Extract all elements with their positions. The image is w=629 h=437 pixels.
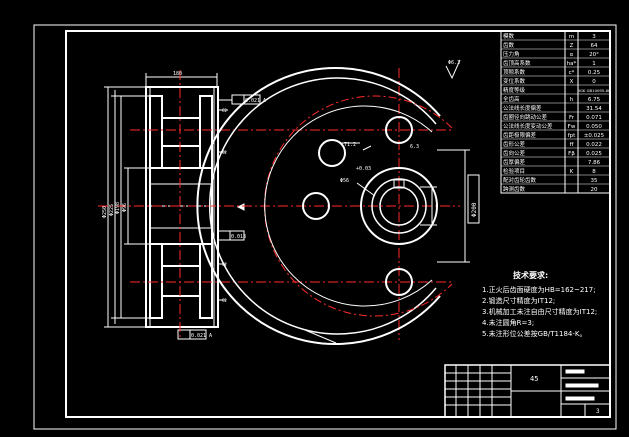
dim-keyway: 71.2: [344, 142, 356, 148]
requirement-2: 2.锻造尺寸精度为IT12;: [482, 296, 555, 305]
param-symbol: K: [570, 169, 574, 175]
param-symbol: X: [570, 79, 574, 85]
dim-hole: Φ56: [340, 178, 349, 184]
chamfer-4: C2: [222, 298, 227, 303]
param-name: 齿距极限偏差: [503, 131, 537, 139]
param-value: 0.25: [588, 70, 601, 76]
section-view: [104, 73, 261, 340]
parameter-rows: 模数 m 3 齿数 Z 64 压力角 α 20° 齿顶高系数 ha* 1 顶隙系数 c* 0.25 变位系数 X…: [501, 32, 611, 193]
param-symbol: Z: [570, 43, 574, 49]
param-value: 20°: [589, 52, 599, 58]
param-name: 全齿高: [503, 95, 520, 103]
param-value: 0: [592, 79, 596, 85]
sheet-outer-border: [33, 24, 617, 430]
param-symbol: ha*: [567, 61, 577, 67]
param-value: ±0.025: [584, 133, 605, 139]
param-name: 压力角: [503, 50, 520, 58]
chamfer-3: C2: [222, 262, 227, 267]
param-symbol: c*: [569, 70, 575, 76]
param-symbol: h: [570, 97, 574, 103]
gtol-top: 0.021 A: [245, 98, 266, 104]
param-value: 0.022: [586, 142, 602, 148]
param-name: 跨测齿数: [503, 185, 526, 193]
param-name: 公法线长度变动公差: [503, 122, 553, 130]
param-value: 64: [591, 43, 598, 49]
param-name: 变位系数: [503, 77, 526, 85]
material-label: 45: [530, 375, 538, 383]
param-value: 0.050: [586, 124, 602, 130]
param-symbol: Fw: [568, 124, 576, 130]
param-value: 31.54: [586, 106, 602, 112]
requirement-4: 4.未注圆角R=3;: [482, 318, 534, 327]
param-symbol: α: [570, 52, 574, 58]
param-name: 模数: [503, 32, 515, 40]
title-block: [444, 364, 611, 418]
param-name: 齿向公差: [503, 149, 526, 157]
side-dim-2: Φ225: [109, 204, 115, 216]
param-value: 20: [591, 187, 598, 193]
param-value: 35: [591, 178, 598, 184]
param-symbol: m: [569, 34, 574, 40]
param-name: 精度等级: [503, 86, 526, 94]
param-value: 6.75: [588, 97, 601, 103]
param-symbol: Fr: [569, 115, 575, 121]
param-name: 检验项目: [503, 167, 525, 175]
dim-top: 180: [173, 71, 182, 77]
side-dim-3: Φ198: [115, 202, 121, 214]
roughness: 6.3: [410, 144, 419, 150]
gtol-bottom: 0.021 A: [191, 333, 212, 339]
param-value: 7.86: [588, 160, 601, 166]
param-symbol: Fβ: [568, 151, 575, 157]
param-symbol: fpt: [568, 133, 576, 139]
param-value: 0.025: [586, 151, 602, 157]
sheet-number: 3: [596, 408, 600, 415]
dim-pcd: Φ200: [471, 202, 478, 217]
sheet-inner-border: [65, 30, 611, 418]
requirement-1: 1.正火后齿面硬度为HB=162~217;: [482, 285, 596, 294]
param-name: 齿厚偏差: [503, 158, 526, 166]
param-name: 公法线长度偏差: [503, 104, 542, 112]
requirement-5: 5.未注形位公差按GB/T1184-K。: [482, 329, 586, 338]
tol-bore: +0.03: [356, 166, 371, 172]
param-value: 3: [592, 34, 596, 40]
param-value: 1: [592, 61, 596, 67]
requirements-title: 技术要求:: [513, 270, 548, 280]
param-name: 齿圈径向跳动公差: [503, 113, 548, 121]
gtol-mid: 0.018: [231, 234, 246, 240]
param-value: 0.071: [586, 115, 602, 121]
side-dim-1: Φ250: [102, 206, 108, 218]
requirement-3: 3.机械加工未注自由尺寸精度为IT12;: [482, 307, 597, 316]
param-name: 齿数: [503, 41, 515, 49]
side-dim-4: Φ96: [122, 203, 128, 212]
chamfer-2: C2: [222, 150, 227, 155]
param-name: 顶隙系数: [503, 68, 526, 76]
chamfer-1: C2: [222, 108, 227, 113]
param-value: 8GK GB10095-88: [578, 88, 611, 93]
param-name: 齿顶高系数: [503, 59, 531, 67]
param-value: 8: [592, 169, 596, 175]
technical-requirements: 技术要求: 1.正火后齿面硬度为HB=162~217; 2.锻造尺寸精度为IT1…: [482, 270, 597, 338]
param-symbol: ff: [570, 142, 574, 148]
side-view: [196, 59, 480, 345]
param-name: 齿形公差: [503, 140, 526, 148]
note-right: Φ6.3: [448, 60, 460, 66]
param-name: 配对齿轮齿数: [503, 176, 537, 184]
centerlines: [98, 68, 460, 340]
